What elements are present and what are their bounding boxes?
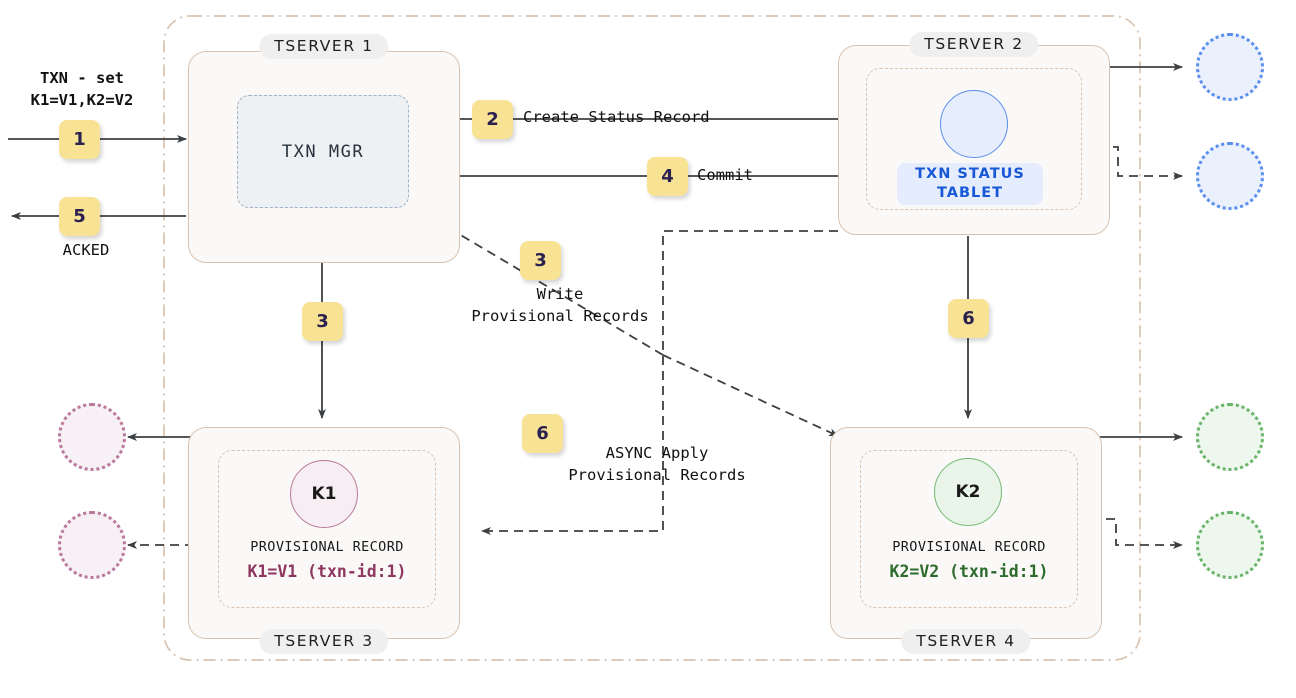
replica-blue-1[interactable]: [1196, 33, 1264, 101]
tserver-2-label: TSERVER 2: [909, 32, 1039, 57]
step-badge-3-left[interactable]: 3: [302, 302, 343, 341]
step-badge-6-mid[interactable]: 6: [522, 414, 563, 453]
replica-pink-2[interactable]: [58, 511, 126, 579]
acked-label: ACKED: [62, 241, 110, 259]
replica-green-1[interactable]: [1196, 403, 1264, 471]
txn-status-tablet-line2: TABLET: [936, 185, 1004, 201]
tserver-2-tablet-region: [866, 68, 1082, 210]
tserver-3-record-region: [218, 450, 436, 608]
k1-leader-circle[interactable]: K1: [290, 460, 358, 528]
step-2-label: Create Status Record: [523, 108, 710, 126]
client-request-line2: K1=V1,K2=V2: [30, 91, 134, 109]
replica-green-2[interactable]: [1196, 511, 1264, 579]
txn-mgr-box[interactable]: TXN MGR: [237, 95, 409, 208]
step-badge-3-mid[interactable]: 3: [520, 241, 561, 280]
arrow-step-3-right-b: [662, 354, 839, 437]
step-3-label-line2: Provisional Records: [471, 307, 649, 325]
tserver-4-provisional-value: K2=V2 (txn-id:1): [889, 562, 1049, 581]
k2-leader-circle[interactable]: K2: [934, 458, 1002, 526]
tserver-4-record-region: [860, 450, 1078, 608]
step-3-label-line1: Write: [536, 285, 584, 303]
tserver-3-provisional-title: PROVISIONAL RECORD: [250, 539, 404, 555]
txn-status-tablet-pill: TXN STATUS TABLET: [897, 163, 1043, 205]
step-6-label-line2: Provisional Records: [568, 466, 746, 484]
txn-status-tablet-leader-circle[interactable]: [940, 90, 1008, 158]
step-badge-4[interactable]: 4: [647, 157, 688, 196]
tserver-3-label: TSERVER 3: [259, 629, 389, 654]
step-badge-1[interactable]: 1: [59, 120, 100, 159]
step-badge-5[interactable]: 5: [59, 197, 100, 236]
step-4-label: Commit: [697, 166, 753, 184]
client-request-line1: TXN - set: [40, 69, 124, 87]
tserver-4-provisional-title: PROVISIONAL RECORD: [892, 539, 1046, 555]
step-badge-2[interactable]: 2: [472, 100, 513, 139]
step-badge-6-right[interactable]: 6: [948, 299, 989, 338]
tserver-1-label: TSERVER 1: [259, 34, 389, 59]
step-6-label-line1: ASYNC Apply: [605, 444, 709, 462]
replica-pink-1[interactable]: [58, 403, 126, 471]
tserver-3-provisional-value: K1=V1 (txn-id:1): [247, 562, 407, 581]
tserver-4-label: TSERVER 4: [901, 629, 1031, 654]
replica-blue-2[interactable]: [1196, 142, 1264, 210]
txn-status-tablet-line1: TXN STATUS: [915, 166, 1025, 183]
